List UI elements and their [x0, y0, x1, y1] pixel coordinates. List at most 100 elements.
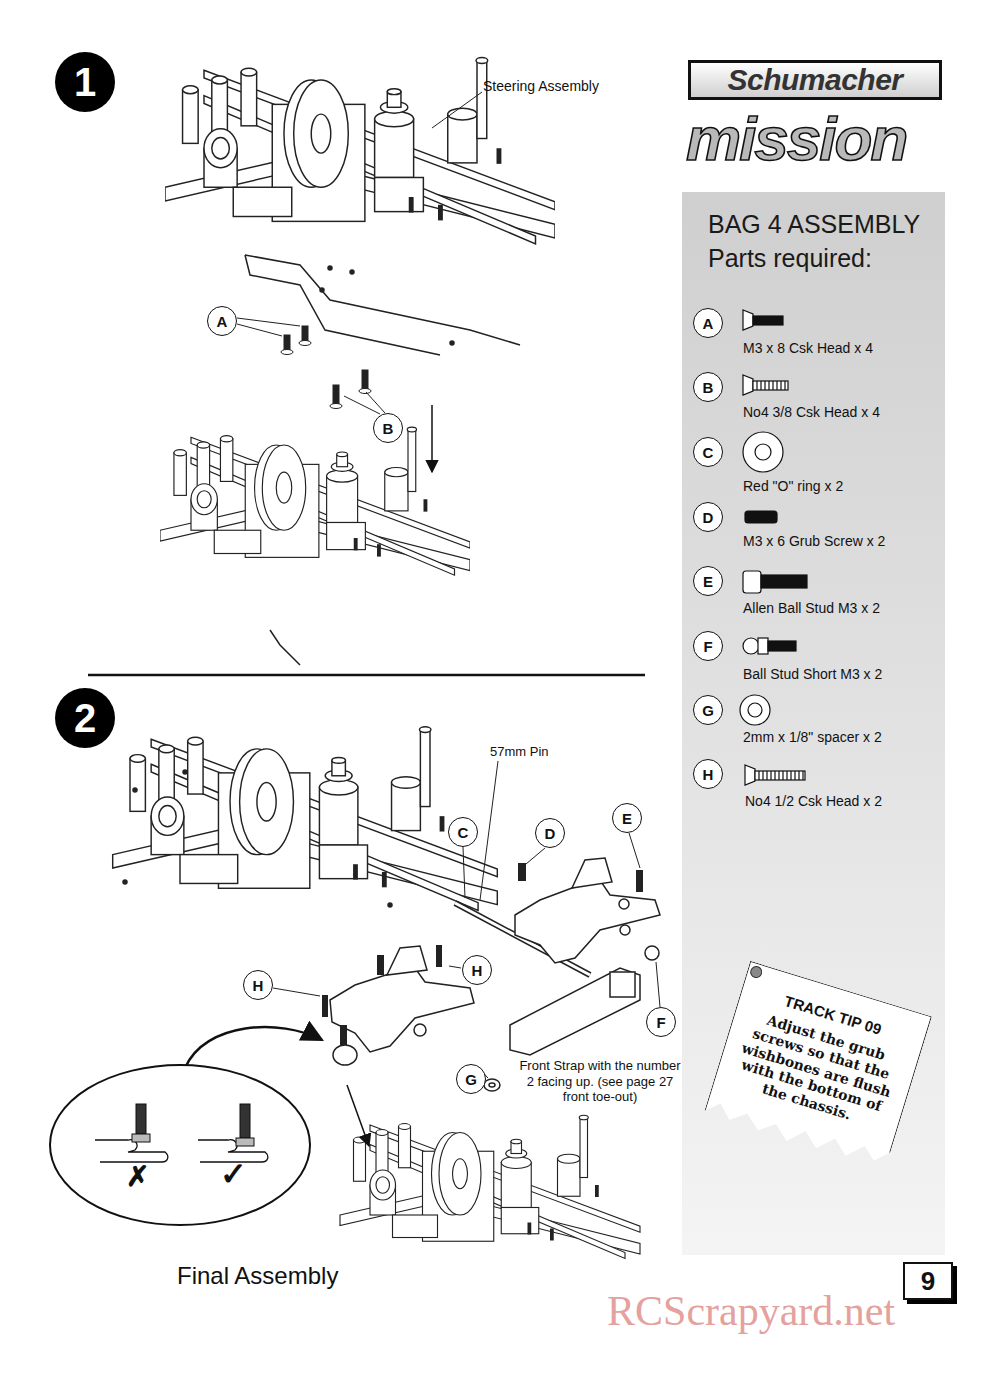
callout-letter-text: C: [458, 825, 469, 840]
callout-letter-text: C: [703, 445, 714, 460]
callout-letter: H: [693, 759, 723, 789]
callout-letter-text: F: [703, 639, 712, 654]
screw-parts-part: [362, 370, 368, 390]
callout-letter-text: D: [545, 826, 556, 841]
chassis-plate-step1-part: [133, 788, 137, 792]
step-number-text: 1: [74, 62, 96, 102]
chassis-plate-step1-part: [245, 255, 440, 355]
callout-letter-text: H: [253, 978, 264, 993]
part-icons-part: [761, 575, 807, 588]
callout-letter-text: A: [703, 316, 714, 331]
screw-parts-part: [302, 326, 308, 342]
callout-letter: G: [456, 1064, 486, 1094]
callout-letter: B: [693, 372, 723, 402]
assembly-note: Front Strap with the number 2 facing up.…: [516, 1058, 684, 1105]
leader-line-part: [237, 318, 300, 326]
part-icons-part: [743, 638, 759, 654]
callout-letter-text: H: [703, 767, 714, 782]
parts-panel-ground-part: [682, 192, 945, 1255]
parts-panel-ground: [682, 192, 945, 1255]
screw-parts-part: [333, 385, 339, 405]
section-divider-part: [88, 674, 645, 677]
part-icons-part: [753, 381, 788, 390]
chassis-plate-step1-part: [270, 630, 300, 665]
leader-line-part: [463, 847, 465, 898]
assembly-arrow-part: [185, 1027, 322, 1068]
front-suspension-parts-part: [484, 1079, 500, 1091]
small-screws-part: [377, 955, 384, 975]
front-suspension-parts: [330, 858, 660, 1091]
screw-parts-part: [284, 335, 290, 351]
screw-parts-part: [299, 341, 311, 346]
part-icons-part: [758, 638, 768, 654]
callout-letter-text: G: [702, 703, 714, 718]
callout-letter-text: F: [656, 1015, 665, 1030]
callout-letter-text: E: [703, 574, 713, 589]
front-suspension-parts-part: [515, 880, 660, 963]
step-number: 2: [55, 688, 115, 748]
callout-letter: D: [693, 502, 723, 532]
small-screws-part: [636, 870, 643, 892]
callout-letter: C: [448, 817, 478, 847]
part-description: Allen Ball Stud M3 x 2: [743, 600, 880, 617]
screw-parts-part: [359, 389, 371, 394]
small-screws: [322, 863, 643, 1045]
part-description: No4 1/2 Csk Head x 2: [745, 793, 882, 810]
small-screws-part: [436, 945, 442, 967]
detail-magnifier: [50, 1065, 310, 1225]
part-icons-part: [768, 641, 796, 651]
parts-panel-text: Parts required:: [708, 244, 872, 273]
chassis-plate-step1-part: [245, 255, 520, 345]
callout-letter: H: [243, 970, 273, 1000]
leader-line-part: [449, 966, 461, 968]
part-icons-part: [755, 771, 805, 780]
assembly-arrow-part: [347, 1085, 369, 1146]
small-screws-part: [322, 995, 328, 1017]
part-icons-part: [743, 310, 753, 330]
callout-letter: E: [612, 803, 642, 833]
leader-line-part: [237, 324, 282, 336]
chassis-plate-step1: [123, 255, 520, 907]
page-number-text: 9: [921, 1266, 935, 1297]
section-caption: Final Assembly: [177, 1262, 338, 1291]
front-suspension-parts-part: [489, 1083, 495, 1087]
part-icons-part: [748, 703, 762, 717]
chassis-plate-step1-part: [320, 288, 324, 292]
front-suspension-parts-part: [610, 972, 635, 997]
page-number: 9: [903, 1262, 953, 1300]
callout-letter-text: D: [703, 510, 714, 525]
callout-letter: B: [373, 413, 403, 443]
callout-letter: F: [646, 1007, 676, 1037]
callout-letter: F: [693, 631, 723, 661]
part-description: M3 x 8 Csk Head x 4: [743, 340, 873, 357]
part-icons-part: [759, 771, 803, 780]
callout-letter-text: G: [465, 1072, 477, 1087]
leader-line-part: [526, 848, 545, 864]
leader-line-part: [344, 396, 380, 414]
callout-letter-text: B: [703, 380, 714, 395]
leader-line-part: [273, 988, 320, 996]
section-divider: [88, 675, 645, 676]
callout-letter-text: B: [383, 421, 394, 436]
part-icons-part: [753, 316, 783, 325]
leader-line-part: [366, 392, 385, 413]
front-suspension-parts-part: [387, 946, 427, 975]
callout-letter-text: A: [217, 314, 228, 329]
part-icons-part: [757, 381, 785, 390]
screw-parts: [281, 326, 371, 409]
callout-letter: E: [693, 566, 723, 596]
part-icons-part: [755, 444, 771, 460]
brand-logo-text: Schumacher: [727, 63, 902, 97]
front-suspension-parts-part: [645, 946, 659, 960]
chassis-drawing-part: [160, 427, 470, 575]
chassis-plate-step1-part: [350, 270, 354, 274]
assembly-arrow-part: [431, 405, 433, 472]
front-suspension-parts-part: [620, 925, 630, 935]
screw-parts-part: [281, 350, 293, 355]
leader-line-part: [656, 962, 660, 1007]
part-description: M3 x 6 Grub Screw x 2: [743, 533, 885, 550]
front-suspension-parts-part: [330, 968, 474, 1052]
chassis-plate-step1-part: [183, 770, 187, 774]
